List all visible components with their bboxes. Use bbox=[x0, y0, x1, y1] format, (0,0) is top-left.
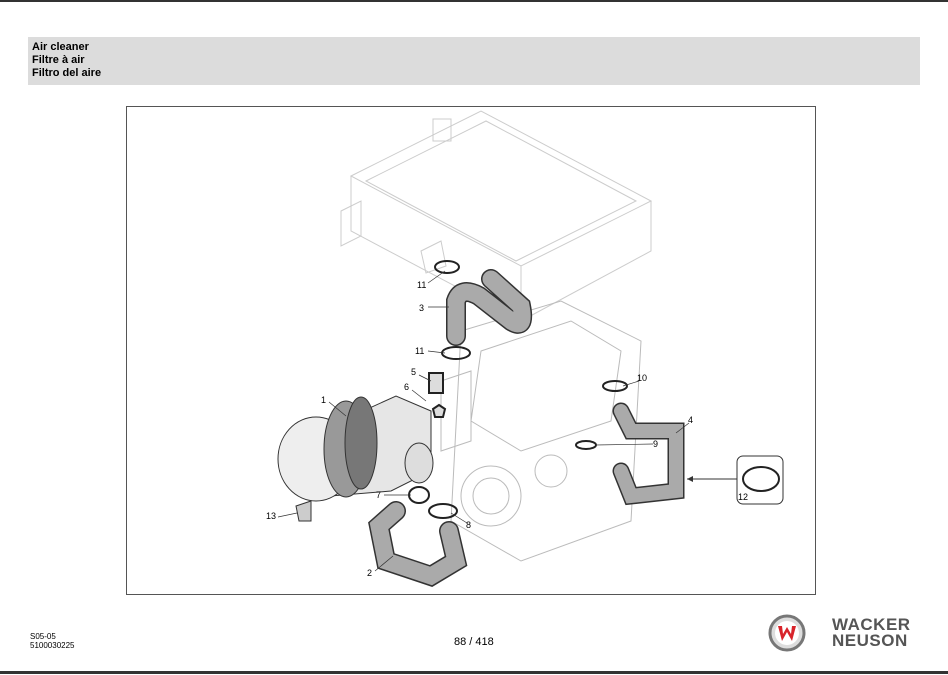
exploded-view-drawing: 11 3 11 5 6 1 10 4 9 12 7 8 13 2 bbox=[266, 110, 784, 587]
parts-diagram: 11 3 11 5 6 1 10 4 9 12 7 8 13 2 bbox=[126, 106, 816, 595]
radiator-ghost bbox=[340, 110, 653, 322]
title-english: Air cleaner bbox=[32, 41, 89, 53]
callout-1: 1 bbox=[321, 395, 326, 405]
leader-lines bbox=[277, 270, 690, 572]
brand-line-2: NEUSON bbox=[832, 631, 908, 650]
callout-8: 8 bbox=[466, 520, 471, 530]
callout-5: 5 bbox=[411, 367, 416, 377]
callout-9: 9 bbox=[653, 439, 658, 449]
section-header: Air cleaner Filtre à air Filtro del aire bbox=[28, 37, 920, 85]
callout-numbers: 11 3 11 5 6 1 10 4 9 12 7 8 13 2 bbox=[266, 280, 748, 578]
callout-7: 7 bbox=[376, 490, 381, 500]
hose-clamps bbox=[408, 260, 628, 519]
section-code: S05-05 bbox=[30, 632, 56, 641]
callout-11-lower: 11 bbox=[415, 346, 424, 356]
callout-2: 2 bbox=[367, 568, 372, 578]
callout-13: 13 bbox=[266, 511, 276, 521]
hose-2 bbox=[369, 502, 466, 586]
wacker-neuson-logo-icon bbox=[768, 614, 806, 652]
document-number: 5100030225 bbox=[30, 641, 75, 650]
callout-11-upper: 11 bbox=[417, 280, 426, 290]
title-spanish: Filtro del aire bbox=[32, 67, 102, 79]
detail-12-box bbox=[736, 455, 784, 505]
air-cleaner-body bbox=[277, 395, 434, 522]
document-reference: S05-05 5100030225 bbox=[30, 632, 75, 650]
top-rule bbox=[0, 0, 948, 2]
engine-ghost bbox=[440, 300, 642, 562]
hose-4 bbox=[614, 404, 683, 504]
callout-10: 10 bbox=[637, 373, 647, 383]
callout-4: 4 bbox=[688, 415, 693, 425]
brand-line-1: WACKER bbox=[832, 615, 911, 634]
callout-6: 6 bbox=[404, 382, 409, 392]
bottom-rule bbox=[0, 671, 948, 674]
callout-12: 12 bbox=[738, 492, 748, 502]
brand-wordmark: WACKER NEUSON bbox=[832, 615, 911, 650]
page-number: 88 / 418 bbox=[454, 636, 494, 648]
callout-3: 3 bbox=[419, 303, 424, 313]
title-french: Filtre à air bbox=[32, 54, 85, 66]
